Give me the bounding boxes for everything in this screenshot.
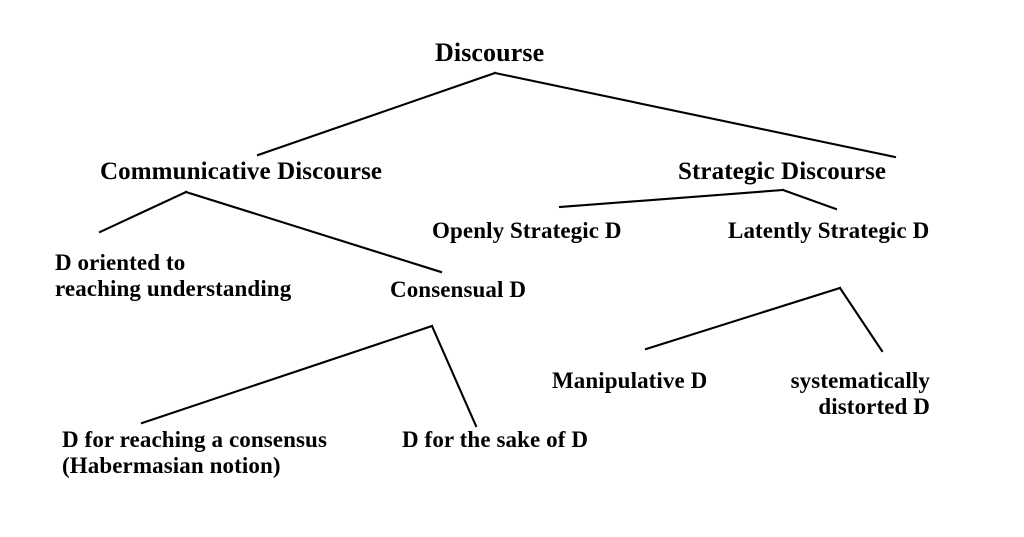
node-label: reaching understanding (55, 275, 292, 301)
node-label: D for reaching a consensus (62, 427, 327, 452)
node-latently-strategic-d: Latently Strategic D (728, 218, 929, 244)
node-label: Manipulative D (552, 368, 708, 393)
node-label: distorted D (818, 393, 930, 419)
node-label: Openly Strategic D (432, 218, 622, 243)
edge-latently-systematically-distorted (838, 286, 884, 353)
node-consensual-d: Consensual D (390, 277, 526, 303)
edge-consensual-sake-of-d (430, 324, 478, 428)
node-label: Consensual D (390, 277, 527, 302)
node-label: Latently Strategic D (728, 218, 930, 243)
node-discourse: Discourse (435, 38, 544, 67)
node-d-for-reaching-a-consensus: D for reaching a consensus(Habermasian n… (62, 427, 327, 479)
edge-strategic-latently (781, 188, 838, 211)
edge-consensual-reaching-consensus (140, 324, 434, 425)
node-label: D for the sake of D (402, 427, 589, 452)
node-manipulative-d: Manipulative D (552, 368, 707, 394)
node-openly-strategic-d: Openly Strategic D (432, 218, 622, 244)
edge-discourse-communicative (256, 71, 497, 157)
node-label: systematically (790, 368, 930, 393)
node-label: Communicative Discourse (100, 158, 383, 185)
node-d-for-the-sake-of-d: D for the sake of D (402, 427, 588, 453)
node-label: D oriented to (55, 250, 186, 275)
node-label: Discourse (435, 38, 545, 67)
edge-latently-manipulative (644, 286, 842, 351)
node-label: Strategic Discourse (678, 158, 887, 185)
edge-discourse-strategic (493, 71, 897, 159)
node-communicative-discourse: Communicative Discourse (100, 158, 382, 186)
edge-communicative-oriented (98, 190, 188, 234)
edge-strategic-openly (558, 188, 785, 209)
node-strategic-discourse: Strategic Discourse (678, 158, 886, 186)
node-label: (Habermasian notion) (62, 452, 281, 478)
